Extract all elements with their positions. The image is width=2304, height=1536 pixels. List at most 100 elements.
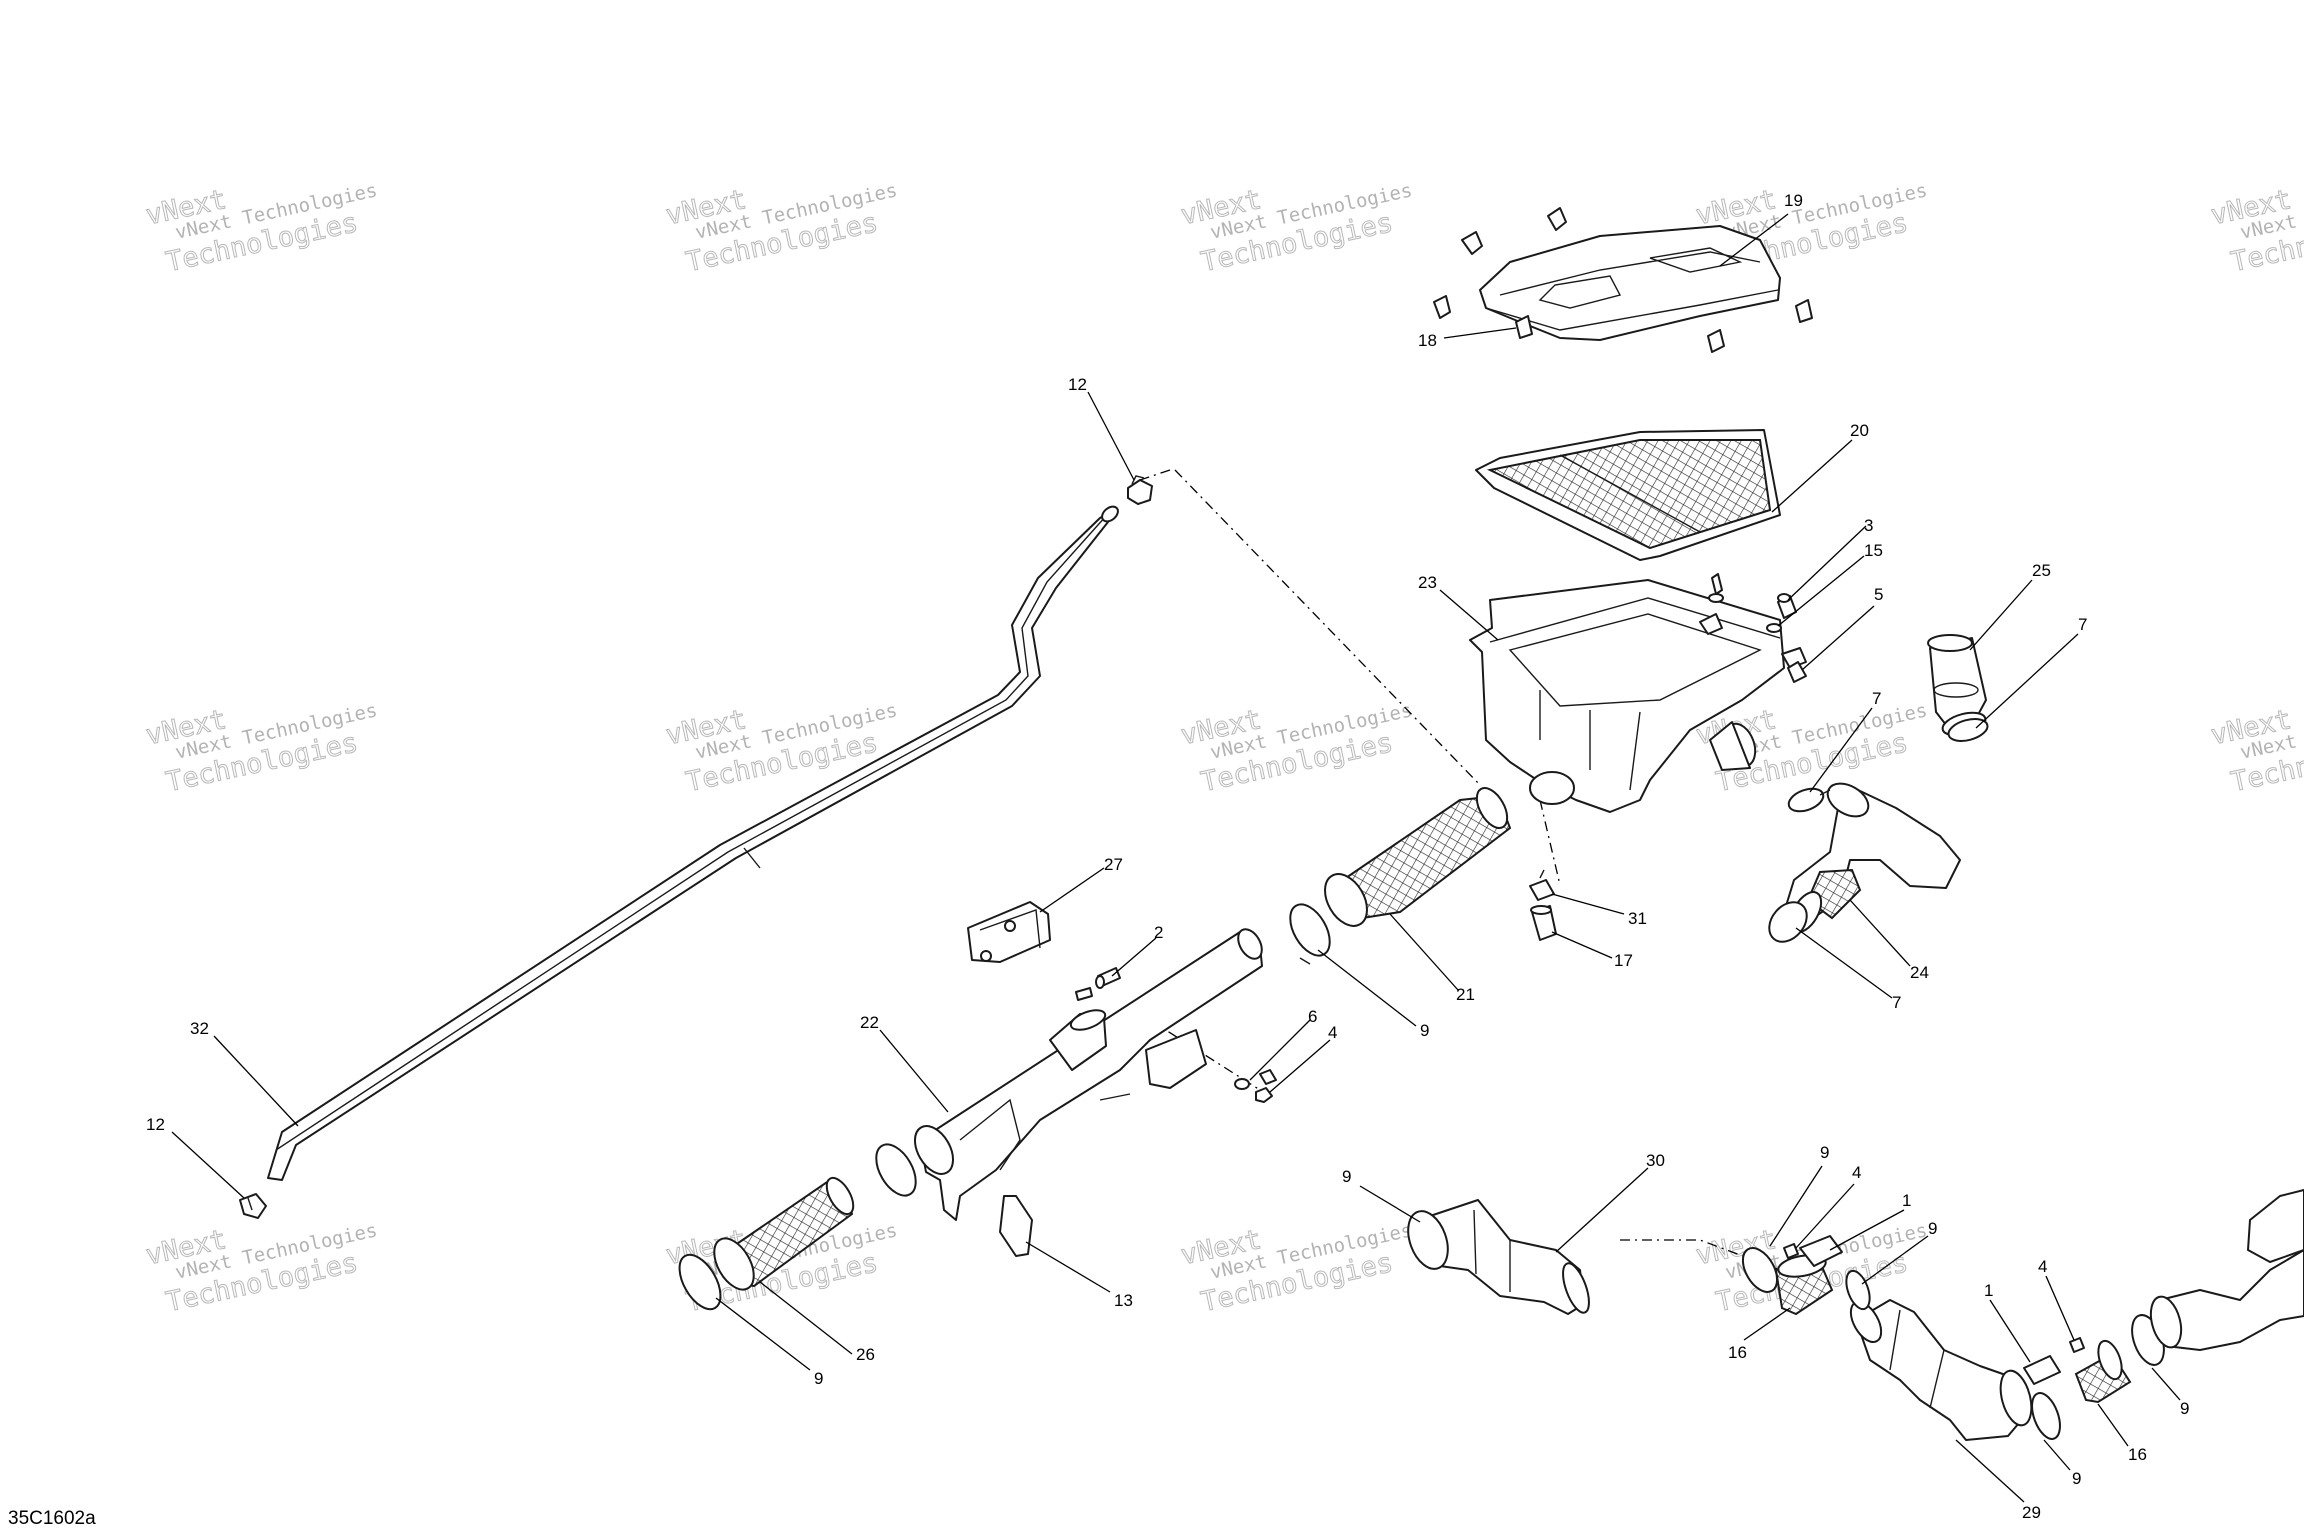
leader-21 (1389, 913, 1459, 991)
bellows-26-end-a (713, 1237, 755, 1291)
watermark: vNext vNext Technologies Technologies (143, 1219, 380, 1318)
airbox-cover-19-logo (1649, 247, 1743, 273)
leader-2 (1111, 937, 1157, 977)
duct-far-right-upper (2247, 1189, 2304, 1263)
clamp-7-top (1947, 718, 1989, 742)
leader-9-lower-b (1861, 1235, 1929, 1285)
cover-latch (1707, 329, 1725, 353)
clamp-9-plenum (875, 1143, 917, 1197)
leader-1-lower-b (1989, 1299, 2031, 1363)
plenum-22 (914, 928, 1263, 1221)
clip-5 (1787, 661, 1807, 683)
leader-16-lower-b (2097, 1403, 2129, 1447)
callout-18: 18 (1418, 331, 1437, 350)
callout-26: 26 (856, 1345, 875, 1364)
leader-7-low (1795, 927, 1893, 999)
callout-7-top: 7 (2078, 615, 2087, 634)
watermark: vNext vNext Technologies Technologies (1178, 179, 1415, 278)
bellows-26 (713, 1176, 855, 1291)
drain-clamp-31-tab (1539, 869, 1545, 879)
drain-valve-17-top (1530, 905, 1552, 915)
air-filter-20-divider (1559, 454, 1701, 533)
nut-4-body (1783, 1243, 1799, 1259)
callout-1-lower-b: 1 (1984, 1281, 1993, 1300)
leader-6 (1249, 1019, 1311, 1081)
callout-9-bellows26: 9 (814, 1369, 823, 1388)
callout-16-lower-b: 16 (2128, 1445, 2147, 1464)
cover-latch (1547, 207, 1567, 231)
leader-lines (171, 213, 2181, 1503)
leader-29 (1955, 1439, 2025, 1503)
callout-4: 4 (1328, 1023, 1337, 1042)
bracket-27-hole (1004, 920, 1016, 932)
gasket-13 (999, 1195, 1033, 1257)
watermark: vNext vNext Technologies Technologies (1178, 699, 1415, 798)
callout-24: 24 (1910, 963, 1929, 982)
leader-9-bellows26 (715, 1297, 811, 1371)
tube-32 (267, 505, 1119, 1181)
bellows-duct-21-end-a (1324, 873, 1368, 927)
leader-32 (213, 1035, 299, 1127)
leader-5 (1801, 605, 1875, 671)
air-filter-20 (1475, 429, 1781, 561)
bolt-2-head (1095, 975, 1105, 989)
callout-9-duct21: 9 (1420, 1021, 1429, 1040)
leader-18 (1443, 327, 1517, 339)
callout-7-mid: 7 (1872, 689, 1881, 708)
plenum-22-outlet (1237, 928, 1263, 960)
duct-far-right-inlet (2149, 1295, 2183, 1349)
leader-15 (1777, 555, 1865, 627)
callout-12-bottom: 12 (146, 1115, 165, 1134)
nut-4 (1255, 1087, 1273, 1103)
bolt-small (1708, 573, 1724, 603)
clamp-9-lower-a (1741, 1247, 1779, 1293)
callout-21: 21 (1456, 985, 1475, 1004)
callout-9-lower-b: 9 (1928, 1219, 1937, 1238)
tube-32-end-top (1101, 505, 1119, 523)
leader-9-duct30 (1359, 1185, 1421, 1223)
cover-latch (1515, 315, 1533, 339)
callout-20: 20 (1850, 421, 1869, 440)
watermark: vNext vNext Technologies Technologies (2208, 699, 2304, 798)
leader-22 (879, 1029, 949, 1113)
nut-4-b (1259, 1069, 1277, 1085)
clamp-9-band (678, 1253, 722, 1311)
watermark: vNext vNext Technologies Technologies (1178, 1219, 1415, 1318)
nut-4-body (1255, 1087, 1273, 1103)
tube-32-highlight (275, 515, 1107, 1151)
clip-12-bottom-body (239, 1193, 267, 1219)
airbox-base-23-rim-inner (1508, 613, 1762, 707)
clamp-7-right (1787, 787, 1831, 813)
duct-30 (1407, 1199, 1590, 1315)
flange-1-left (1799, 1235, 1843, 1267)
clip-12-top-tab (1131, 475, 1145, 485)
drain-clamp-31 (1529, 869, 1555, 901)
duct-30-inlet (1407, 1210, 1449, 1270)
callout-labels: 19 18 20 3 15 5 23 25 7 7 24 7 31 17 21 … (146, 191, 2189, 1522)
clamp-9-lower-c (2031, 1392, 2061, 1440)
cover-latch (1433, 295, 1451, 319)
washer-15-ring (1766, 623, 1782, 633)
bolt-3 (1777, 593, 1797, 619)
callout-3: 3 (1864, 516, 1873, 535)
clamp-9-band (1741, 1247, 1779, 1293)
elbow-29 (1849, 1299, 2033, 1441)
cover-latch (1795, 299, 1813, 323)
plenum-22-flange (959, 1098, 1021, 1171)
clip-12-top-body (1127, 479, 1153, 505)
elbow-duct-24-inlet (1826, 782, 1870, 818)
clip-12-top (1127, 475, 1153, 505)
callout-4-lower-b: 4 (2038, 1257, 2047, 1276)
intake-25-ring (1933, 682, 1979, 698)
leader-17 (1551, 931, 1613, 959)
leader-20 (1771, 439, 1853, 513)
duct-30-rib (1473, 1209, 1477, 1275)
duct-far-right-body (2159, 1249, 2304, 1351)
adapter-16-rim (2097, 1339, 2123, 1381)
clamp-9-lower-b (1845, 1269, 1871, 1311)
bracket-27 (967, 901, 1051, 963)
leader-31 (1551, 893, 1625, 915)
leader-7-top (1975, 633, 2079, 729)
leader-1-lower-a (1829, 1209, 1905, 1251)
